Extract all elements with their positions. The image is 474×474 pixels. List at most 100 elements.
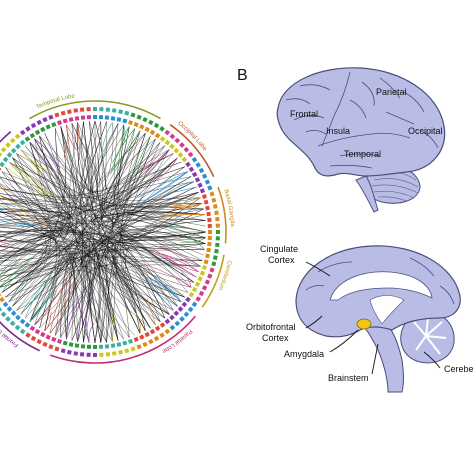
connectivity-edge (34, 243, 206, 326)
connectome-node (214, 248, 219, 254)
connectome-node (56, 338, 63, 344)
connectivity-edge (69, 122, 182, 303)
label-cingulate-2: Cortex (268, 255, 295, 265)
connectivity-edge (39, 229, 206, 329)
connectome-node (185, 161, 191, 168)
connectome-node (0, 296, 5, 303)
connectome-node (51, 122, 57, 128)
connectivity-edge (0, 166, 185, 228)
connectome-node (9, 320, 16, 327)
connectivity-edge (125, 219, 206, 329)
connectivity-edge (73, 254, 107, 343)
connectome-node (6, 152, 13, 158)
connectome-node (187, 151, 194, 158)
connectome-node (14, 324, 21, 331)
medial-brainstem (358, 317, 404, 393)
connectome-node (0, 311, 7, 318)
connectivity-edge (1, 126, 130, 293)
connectome-node (209, 267, 215, 273)
connectome-node (181, 156, 188, 163)
medial-sulci (305, 257, 455, 305)
connectome-node (0, 166, 2, 173)
connectome-node (0, 146, 7, 153)
connectome-node (5, 142, 11, 148)
connectome-node (183, 146, 190, 153)
connectome-node (209, 191, 215, 197)
connectivity-edge (34, 138, 207, 233)
connectome-node (208, 230, 212, 234)
connectome-node (30, 122, 37, 129)
connectome-node (42, 116, 48, 123)
connectivity-edge (1, 171, 161, 322)
connectivity-edge (8, 161, 60, 307)
connectome-node (10, 310, 17, 317)
connectivity-edge (102, 224, 195, 303)
connectome-node (15, 143, 21, 150)
connectivity-branch (174, 186, 197, 193)
connectome-node (34, 328, 41, 335)
connectivity-edge (111, 124, 151, 329)
connectivity-edge (0, 121, 94, 263)
connectivity-branch (151, 247, 197, 278)
connectivity-branch (0, 195, 30, 215)
connectivity-branch (34, 138, 60, 169)
amygdala-highlight (356, 318, 372, 330)
connectivity-edge (0, 138, 156, 222)
connectome-node (93, 345, 97, 349)
connectome-node (207, 217, 212, 223)
connectivity-edge (104, 242, 197, 341)
connectivity-edge (29, 153, 174, 322)
connectome-node (201, 173, 208, 179)
connectome-node (201, 285, 208, 291)
connectome-node (215, 223, 220, 228)
connectome-node (24, 136, 31, 142)
connectivity-edge (16, 153, 107, 343)
connectivity-edge (0, 209, 107, 343)
connectome-node (191, 171, 198, 178)
connectome-node (24, 322, 31, 328)
connectome-node (207, 235, 212, 241)
connectome-node (174, 137, 181, 144)
connectivity-edge (66, 253, 130, 340)
connectivity-edge (0, 187, 73, 204)
connectome-node (159, 322, 166, 328)
connectome-node (206, 211, 211, 217)
connectome-node (116, 117, 122, 122)
connectivity-branch (63, 124, 68, 157)
connectome-node (133, 336, 139, 342)
connectivity-edge (106, 138, 205, 250)
connectivity-edge (0, 142, 70, 252)
connectivity-edge (123, 209, 206, 221)
connectivity-edge (66, 124, 170, 211)
connectivity-edge (0, 245, 185, 298)
connectome-node (36, 338, 42, 345)
connectivity-branch (112, 128, 136, 163)
connectome-node (127, 338, 134, 344)
connectivity-branch (29, 142, 61, 182)
connectome-node (86, 352, 91, 357)
connectome-node (205, 205, 210, 211)
connectivity-branch (24, 279, 47, 319)
connectivity-branch (8, 161, 48, 201)
connectivity-branch (66, 296, 81, 340)
connectome-node (139, 124, 145, 130)
connectome-node (177, 306, 184, 312)
label-orbitofrontal-2: Cortex (262, 333, 289, 343)
connectome-node (86, 107, 91, 112)
connectome-node (194, 281, 201, 287)
connectome-node (203, 259, 209, 265)
connectome-node (80, 344, 86, 349)
connectome-node (153, 335, 160, 342)
connectome-node (54, 346, 60, 352)
connectome-node (67, 109, 72, 115)
lobe-arc (49, 315, 196, 364)
connectivity-edge (44, 191, 199, 332)
connectome-node (10, 147, 17, 154)
connectivity-branch (182, 234, 205, 250)
connectome-node (191, 156, 198, 163)
connectome-node (142, 341, 148, 348)
connectivity-edge (0, 184, 166, 319)
connectivity-edge (0, 185, 207, 244)
